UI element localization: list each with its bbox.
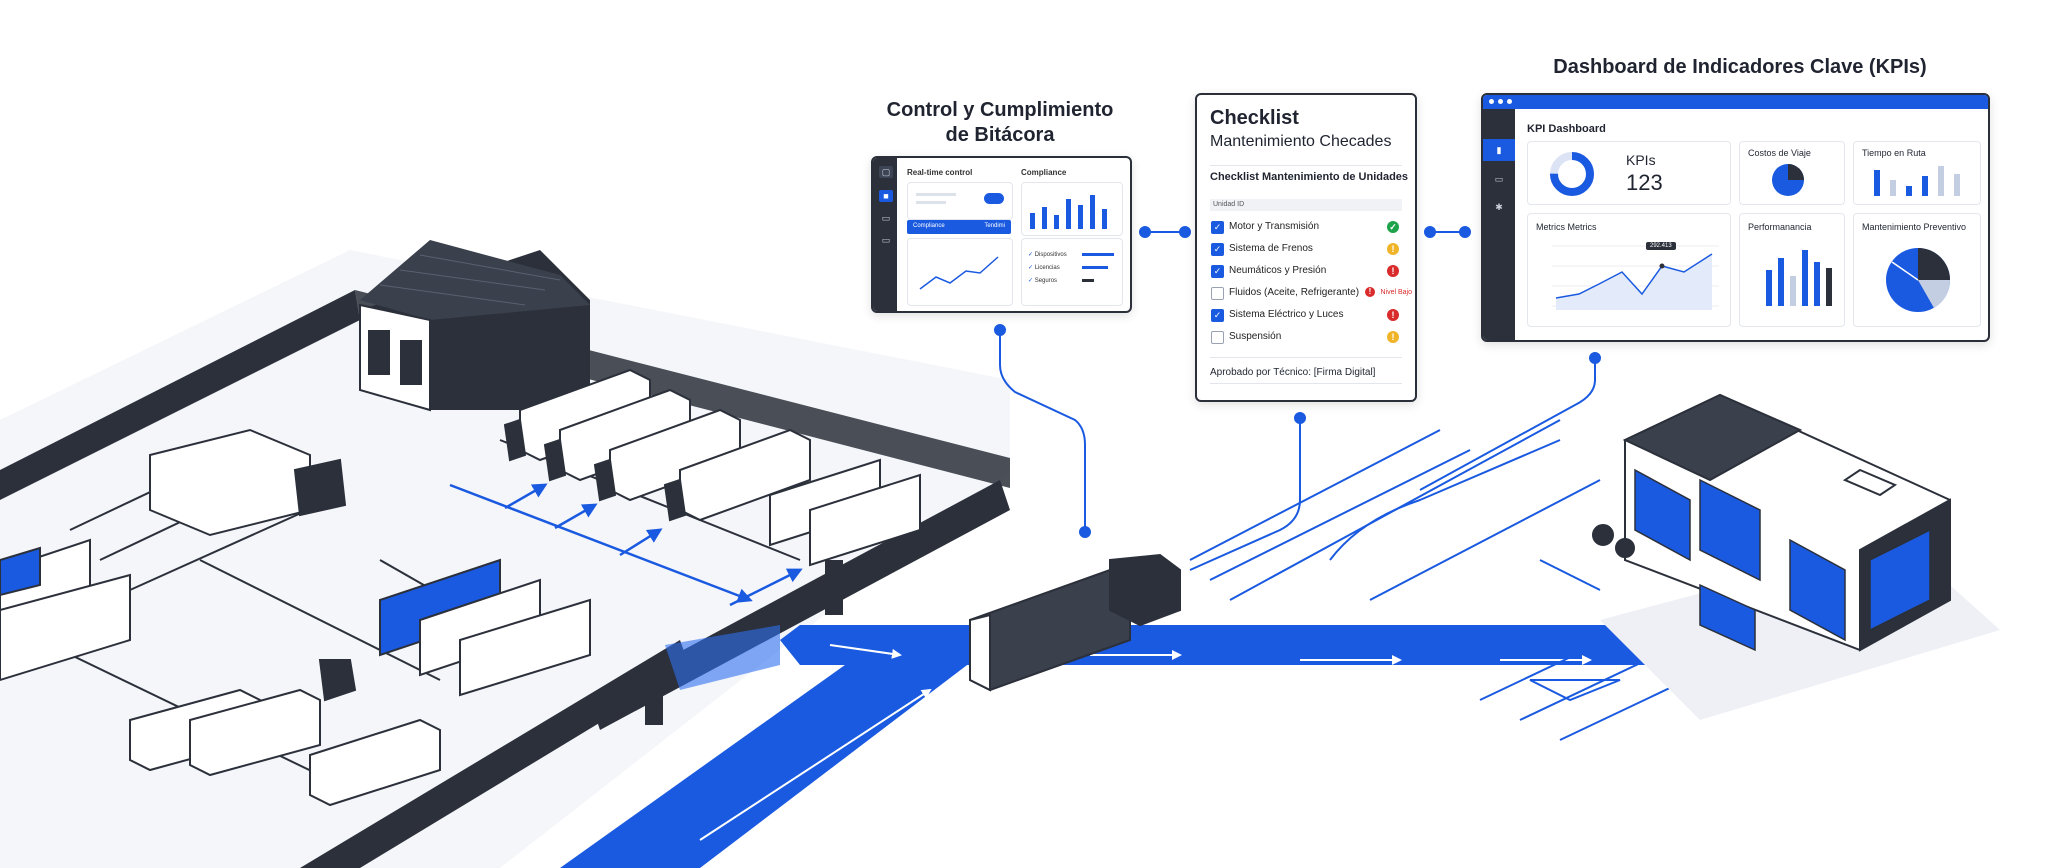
- control-sidebar: ▢ ■ ▭ ▭: [873, 158, 897, 311]
- checklist-title: Checklist: [1210, 107, 1299, 129]
- office-building: [1592, 393, 2000, 720]
- compliance-bar: Compliance Tendimi: [907, 220, 1011, 234]
- kpi-panel-title: Dashboard de Indicadores Clave (KPIs): [1553, 56, 1927, 78]
- ok-icon: ✓: [1387, 221, 1399, 233]
- window-dot-icon[interactable]: [1507, 99, 1512, 104]
- bar-label-left: Compliance: [913, 223, 945, 229]
- item-frenos-label: Sistema de Frenos: [1229, 243, 1313, 254]
- legend-dispositivos: Dispositivos: [1034, 252, 1067, 258]
- mantenimiento-card: Mantenimiento Preventivo: [1853, 213, 1981, 327]
- metrics-card: Metrics Metrics 292.413: [1527, 213, 1731, 327]
- mantenimiento-pie: [1886, 248, 1951, 312]
- performance-label: Performanancia: [1748, 222, 1812, 232]
- dashboard-icon[interactable]: ■: [879, 190, 893, 202]
- trucks: [129, 368, 1181, 807]
- tiempo-card: Tiempo en Ruta: [1853, 141, 1981, 205]
- checkbox-neumaticos[interactable]: ✓: [1211, 265, 1224, 278]
- nivel-bajo-note: Nivel Bajo: [1380, 289, 1412, 296]
- checkbox-motor[interactable]: ✓: [1211, 221, 1224, 234]
- performance-card: Performanancia: [1739, 213, 1845, 327]
- item-motor-label: Motor y Transmisión: [1229, 221, 1320, 232]
- item-suspension-label: Suspensión: [1229, 331, 1282, 342]
- toggle-switch[interactable]: [984, 193, 1004, 204]
- kpis-label: KPIs: [1626, 152, 1656, 168]
- toggle-card: [907, 182, 1013, 220]
- folder-icon[interactable]: ▭: [881, 212, 891, 223]
- tiempo-label: Tiempo en Ruta: [1862, 148, 1926, 158]
- costos-label: Costos de Viaje: [1748, 148, 1811, 158]
- gate-posts: [645, 560, 843, 725]
- chart-icon[interactable]: ▮: [1483, 139, 1515, 161]
- checkbox-frenos[interactable]: ✓: [1211, 243, 1224, 256]
- bar-label-right: Tendimi: [984, 223, 1005, 229]
- panel-connectors: [994, 226, 1601, 571]
- containers: [0, 458, 921, 697]
- kpi-panel: ▮ ▭ ✱ KPI Dashboard KPIs 123 Costos de V…: [1481, 93, 1990, 342]
- item-neumaticos-label: Neumáticos y Presión: [1229, 265, 1327, 276]
- warning-icon: !: [1387, 331, 1399, 343]
- alert-icon: !: [1365, 287, 1375, 297]
- bar-chart-card: [1021, 182, 1123, 236]
- file-icon[interactable]: ▭: [881, 234, 891, 245]
- item-fluidos-label: Fluidos (Aceite, Refrigerante): [1229, 287, 1360, 298]
- kpi-dashboard-label: KPI Dashboard: [1527, 123, 1606, 135]
- checklist-panel: Checklist Mantenimiento Checades Checkli…: [1195, 93, 1417, 402]
- unit-id-label: Unidad ID: [1213, 201, 1245, 208]
- control-title-line2: de Bitácora: [945, 124, 1055, 146]
- checkbox-suspension[interactable]: [1211, 331, 1224, 344]
- mantenimiento-label: Mantenimiento Preventivo: [1862, 222, 1967, 232]
- alert-icon: !: [1387, 265, 1399, 277]
- grid-icon[interactable]: ▢: [879, 166, 893, 178]
- kpis-value: 123: [1626, 170, 1663, 195]
- control-panel: ▢ ■ ▭ ▭ Real-time control Compliance Com…: [871, 156, 1132, 313]
- kpis-donut: [1550, 152, 1594, 196]
- kpi-sidebar: ▮ ▭ ✱: [1483, 109, 1515, 340]
- metrics-line-chart: [1552, 245, 1719, 310]
- checkbox-fluidos[interactable]: [1211, 287, 1224, 300]
- costos-card: Costos de Viaje: [1739, 141, 1845, 205]
- warning-icon: !: [1387, 243, 1399, 255]
- metrics-tooltip: 292.413: [1646, 242, 1676, 250]
- window-dot-icon[interactable]: [1489, 99, 1494, 104]
- legend-seguros: Seguros: [1034, 278, 1058, 284]
- tiempo-bars: [1874, 166, 1960, 196]
- trend-line: [919, 256, 999, 290]
- costos-pie: [1772, 164, 1804, 196]
- performance-bars: [1766, 250, 1832, 306]
- line-chart-card: [907, 238, 1013, 306]
- checklist-subtitle: Mantenimiento Checades: [1210, 133, 1392, 150]
- metrics-label: Metrics Metrics: [1536, 222, 1597, 232]
- kpi-window-bar: [1483, 95, 1988, 109]
- legend-licencias: Licencias: [1034, 265, 1060, 271]
- compliance-bars: [1030, 195, 1107, 229]
- control-panel-title: Control y Cumplimiento de Bitácora: [870, 98, 1130, 148]
- main-truck: [969, 553, 1181, 692]
- control-title-line1: Control y Cumplimiento: [886, 99, 1114, 121]
- alert-icon: !: [1387, 309, 1399, 321]
- window-dot-icon[interactable]: [1498, 99, 1503, 104]
- warehouse: [359, 240, 590, 412]
- gear-icon[interactable]: ✱: [1495, 201, 1503, 212]
- approved-signature: Aprobado por Técnico: [Firma Digital]: [1210, 367, 1376, 378]
- realtime-label: Real-time control: [907, 168, 973, 177]
- checkbox-electrico[interactable]: ✓: [1211, 309, 1224, 322]
- checklist-heading: Checklist Mantenimiento de Unidades: [1210, 171, 1409, 183]
- kpis-card: KPIs 123: [1527, 141, 1731, 205]
- item-electrico-label: Sistema Eléctrico y Luces: [1229, 309, 1344, 320]
- compliance-legend-card: ✓ Dispositivos ✓ Licencias ✓ Seguros: [1021, 238, 1123, 306]
- compliance-label: Compliance: [1021, 168, 1067, 177]
- folder-icon[interactable]: ▭: [1494, 173, 1504, 184]
